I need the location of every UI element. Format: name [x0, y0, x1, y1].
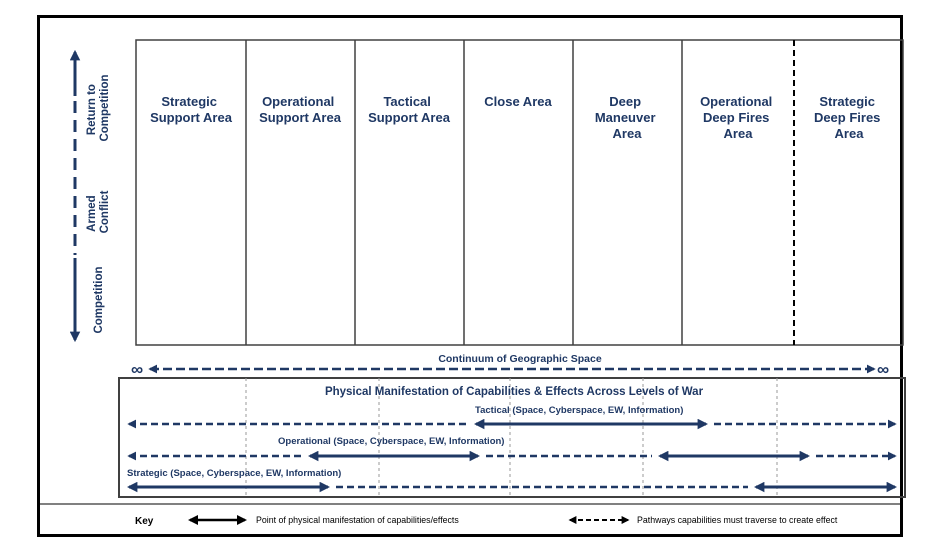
infinity-left-icon: ∞	[131, 360, 143, 379]
area-strategic-support: Strategic Support Area	[150, 94, 233, 125]
axis-label-armed: Armed Conflict	[86, 190, 111, 233]
axis-label-competition: Competition	[93, 266, 105, 333]
diagram-frame	[37, 15, 903, 537]
areas-outline	[135, 39, 904, 346]
area-close: Close Area	[484, 94, 552, 109]
area-operational-support-line1: Operational	[262, 94, 334, 109]
area-close-line1: Close Area	[484, 94, 552, 109]
area-deep-maneuver-line3: Area	[613, 126, 643, 141]
area-operational-deep-fires-line1: Operational	[700, 94, 772, 109]
operational-label: Operational (Space, Cyberspace, EW, Info…	[278, 436, 504, 447]
area-operational-deep-fires-line2: Deep Fires	[703, 110, 769, 125]
manifestation-box: Physical Manifestation of Capabilities &…	[118, 377, 906, 498]
axis-label-return-line1: Return to	[86, 84, 98, 135]
tactical-label: Tactical (Space, Cyberspace, EW, Informa…	[475, 405, 683, 416]
area-operational-support-line2: Support Area	[259, 110, 342, 125]
manifestation-outline	[118, 377, 906, 498]
area-strategic-deep-fires-line3: Area	[835, 126, 865, 141]
area-strategic-deep-fires: Strategic Deep Fires Area	[814, 94, 884, 141]
area-deep-maneuver: Deep Maneuver Area	[595, 94, 659, 141]
key-title: Key	[135, 516, 154, 527]
axis-label-competition-line1: Competition	[93, 266, 105, 333]
vertical-axis: Return to Competition Armed Conflict Com…	[69, 49, 111, 343]
areas-grid	[135, 39, 904, 346]
area-strategic-deep-fires-line2: Deep Fires	[814, 110, 880, 125]
key: Key Point of physical manifestation of c…	[40, 503, 900, 527]
key-solid-label: Point of physical manifestation of capab…	[256, 515, 459, 525]
area-operational-support: Operational Support Area	[259, 94, 342, 125]
axis-label-armed-line2: Conflict	[99, 190, 111, 233]
infinity-right-icon: ∞	[877, 360, 889, 379]
area-tactical-support-line2: Support Area	[368, 110, 451, 125]
continuum: Continuum of Geographic Space ∞ ∞	[131, 353, 889, 379]
key-dashed-label: Pathways capabilities must traverse to c…	[637, 515, 838, 525]
area-strategic-support-line2: Support Area	[150, 110, 233, 125]
area-strategic-deep-fires-line1: Strategic	[819, 94, 875, 109]
area-strategic-support-line1: Strategic	[161, 94, 217, 109]
area-tactical-support-line1: Tactical	[383, 94, 430, 109]
manifestation-title: Physical Manifestation of Capabilities &…	[325, 386, 704, 398]
continuum-label: Continuum of Geographic Space	[438, 353, 602, 365]
area-operational-deep-fires-line3: Area	[724, 126, 754, 141]
area-tactical-support: Tactical Support Area	[368, 94, 451, 125]
axis-label-return: Return to Competition	[86, 74, 111, 141]
area-deep-maneuver-line2: Maneuver	[595, 110, 656, 125]
strategic-label: Strategic (Space, Cyberspace, EW, Inform…	[127, 468, 341, 479]
axis-label-return-line2: Competition	[99, 74, 111, 141]
axis-label-armed-line1: Armed	[86, 195, 98, 231]
area-deep-maneuver-line1: Deep	[609, 94, 641, 109]
area-operational-deep-fires: Operational Deep Fires Area	[700, 94, 776, 141]
